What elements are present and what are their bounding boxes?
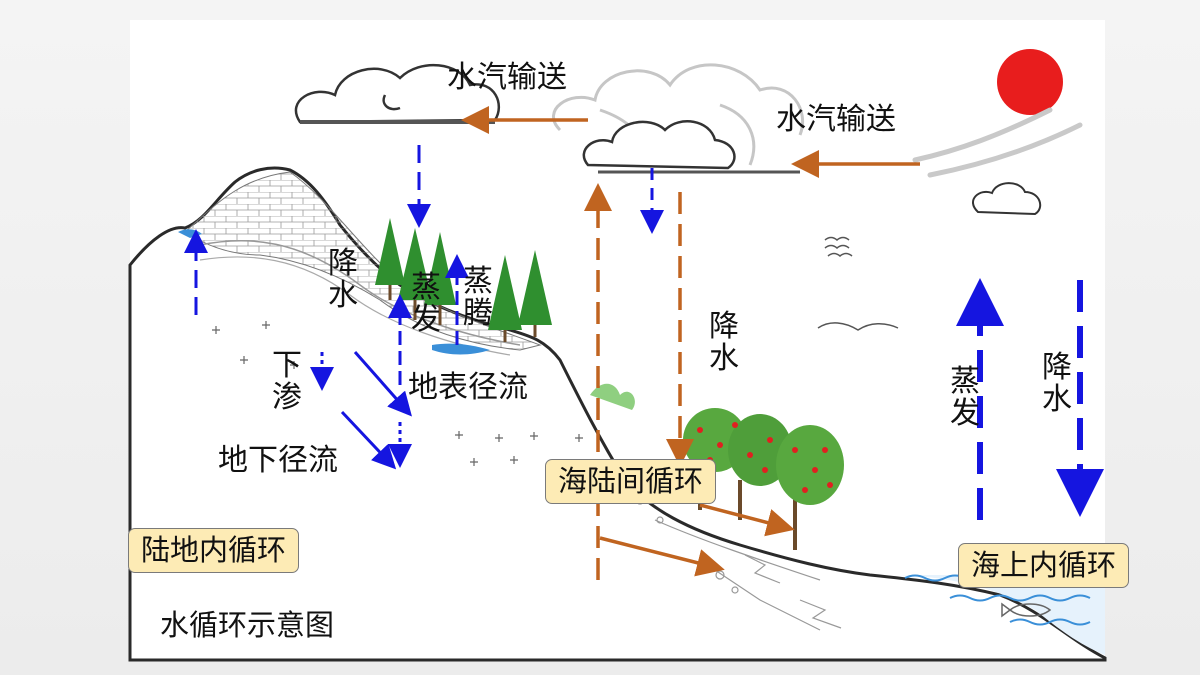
sun-icon (997, 49, 1063, 115)
box-sea-land-cycle: 海陆间循环 (545, 459, 717, 504)
arrow-runoff-to-sea-2 (699, 503, 795, 537)
box-land-cycle: 陆地内循环 (128, 528, 300, 573)
wind-wisps (912, 107, 1083, 178)
fruit-trees (683, 408, 844, 550)
label-precip-sea: 降水 (1042, 350, 1072, 417)
label-precip-mountain: 降水 (328, 246, 358, 313)
cloud-small-right (972, 182, 1042, 216)
bush (590, 383, 635, 410)
bird-icons (817, 236, 899, 331)
label-transpiration: 蒸腾 (463, 264, 493, 331)
label-vapor-transport-right: 水汽输送 (776, 102, 896, 137)
arrow-surface-runoff (353, 351, 412, 417)
arrow-runoff-to-sea-1 (599, 536, 725, 577)
label-groundwater-runoff: 地下径流 (218, 443, 338, 478)
rock-strata (184, 171, 542, 351)
fish-icon (1001, 602, 1052, 618)
diagram-title: 水循环示意图 (160, 608, 335, 642)
label-precip-middle: 降水 (709, 309, 739, 376)
sea-water (900, 575, 1105, 655)
valley-lake (432, 343, 490, 355)
bedrock-marks (212, 321, 583, 466)
label-evaporation-land: 蒸发 (411, 270, 441, 337)
label-infiltration: 下渗 (272, 348, 302, 415)
label-vapor-transport-left: 水汽输送 (447, 60, 567, 95)
cloud-middle (582, 120, 800, 174)
box-sea-cycle: 海上内循环 (958, 543, 1130, 588)
label-surface-runoff: 地表径流 (408, 370, 528, 405)
conifer-trees (375, 218, 552, 330)
label-evaporation-sea: 蒸发 (950, 364, 980, 431)
arrow-groundwater-runoff (340, 410, 397, 470)
